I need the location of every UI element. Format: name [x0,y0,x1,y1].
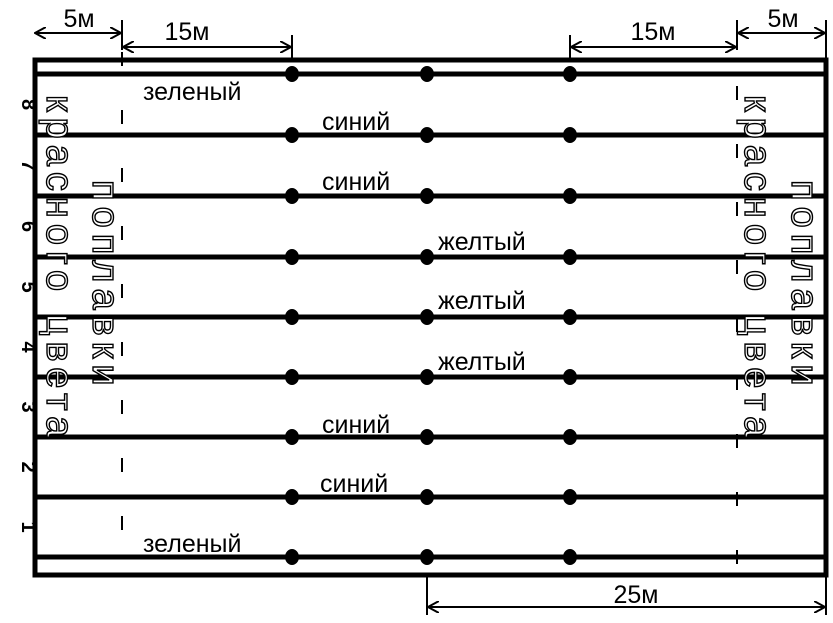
rope-marker-dot [285,66,299,82]
lane-rope-label: зеленый [143,530,242,558]
rope-marker-dot [563,549,577,565]
rope-marker-dot [420,489,434,505]
right-side-text-floats: поплавки [783,180,825,392]
dim-left-edge-label: 5м [63,5,94,33]
lane-rope-label: синий [322,108,390,136]
rope-marker-dot [285,429,299,445]
rope-marker-dot [285,489,299,505]
lane-number: 8 [17,99,39,110]
lane-number: 3 [17,401,39,412]
dim-right-edge-label: 5м [767,5,798,33]
rope-marker-dot [420,549,434,565]
rope-marker-dot [563,309,577,325]
lane-number: 1 [17,521,39,532]
rope-marker-dot [420,369,434,385]
rope-marker-dot [285,369,299,385]
rope-marker-dot [285,127,299,143]
left-side-text-floats: поплавки [84,180,126,392]
lane-number: 5 [17,281,39,292]
rope-marker-dot [563,489,577,505]
rope-marker-dot [563,249,577,265]
lane-rope-label: синий [322,411,390,439]
rope-marker-dot [420,188,434,204]
lane-rope-label: желтый [438,228,526,256]
dim-right-span-label: 15м [631,18,676,46]
lane-rope-label: синий [322,168,390,196]
left-side-text-color: красного цвета [38,95,80,443]
rope-marker-dot [285,188,299,204]
dim-left-span-label: 15м [165,18,210,46]
rope-marker-dot [563,369,577,385]
lane-number: 7 [17,160,39,171]
rope-marker-dot [420,249,434,265]
rope-marker-dot [563,127,577,143]
lane-rope-label: желтый [438,287,526,315]
dimensions [35,20,827,615]
rope-marker-dot [563,66,577,82]
right-side-text-color: красного цвета [736,95,778,443]
rope-marker-dot [285,249,299,265]
dim-bottom-label: 25м [614,581,659,609]
rope-marker-dot [563,429,577,445]
rope-marker-dot [285,309,299,325]
lane-number: 2 [17,461,39,472]
rope-marker-dot [420,66,434,82]
rope-marker-dot [420,309,434,325]
lane-number: 6 [17,221,39,232]
lane-number: 4 [17,341,39,353]
lane-rope-label: желтый [438,348,526,376]
lane-rope-label: синий [320,470,388,498]
rope-marker-dot [285,549,299,565]
lane-rope-label: зеленый [143,78,242,106]
rope-marker-dot [420,429,434,445]
rope-marker-dot [420,127,434,143]
rope-marker-dot [563,188,577,204]
